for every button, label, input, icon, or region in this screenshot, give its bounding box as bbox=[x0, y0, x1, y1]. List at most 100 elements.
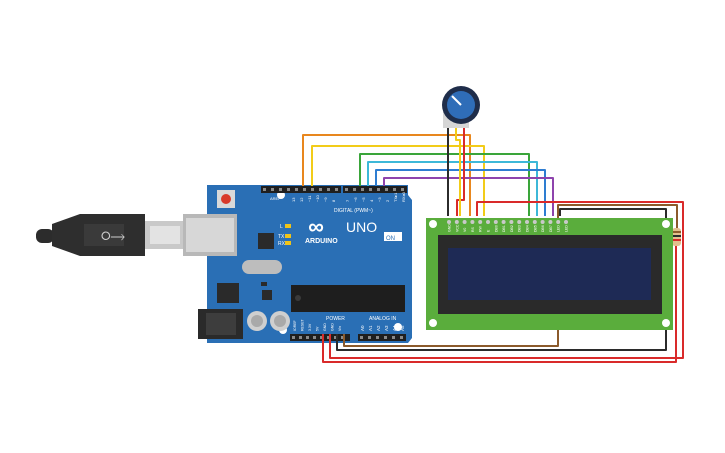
header-pin[interactable] bbox=[384, 336, 387, 339]
potentiometer[interactable] bbox=[442, 86, 480, 128]
header-pin[interactable] bbox=[385, 188, 388, 191]
header-pin[interactable] bbox=[295, 188, 298, 191]
lcd-pin[interactable] bbox=[493, 220, 498, 224]
header-pin[interactable] bbox=[335, 188, 338, 191]
analog-pin-label: A5 bbox=[400, 325, 405, 331]
header-pin[interactable] bbox=[400, 336, 403, 339]
header-pin[interactable] bbox=[320, 336, 323, 339]
header-pin[interactable] bbox=[369, 188, 372, 191]
lcd-pin[interactable] bbox=[517, 220, 522, 224]
lcd-pin[interactable] bbox=[540, 220, 545, 224]
lcd-pin[interactable] bbox=[548, 220, 553, 224]
lcd-screen bbox=[448, 248, 651, 300]
header-pin[interactable] bbox=[313, 336, 316, 339]
aref-label: AREF bbox=[270, 196, 281, 201]
lcd-pin[interactable] bbox=[462, 220, 467, 224]
header-pin[interactable] bbox=[353, 188, 356, 191]
header-pin[interactable] bbox=[361, 188, 364, 191]
header-pin[interactable] bbox=[368, 336, 371, 339]
digital-pin-label: 8 bbox=[331, 199, 336, 202]
arduino-infinity-logo-icon: ∞ bbox=[308, 214, 324, 239]
header-pin[interactable] bbox=[334, 336, 337, 339]
header-pin[interactable] bbox=[377, 188, 380, 191]
header-pin[interactable] bbox=[327, 188, 330, 191]
lcd-pin[interactable] bbox=[470, 220, 475, 224]
analog-pin-label: A1 bbox=[368, 325, 373, 331]
analog-pin-label: A2 bbox=[376, 325, 381, 331]
wire-orange[interactable] bbox=[302, 134, 471, 216]
lcd-pin[interactable] bbox=[525, 220, 529, 224]
analog-pin-label: A4 bbox=[392, 325, 397, 331]
lcd-pin[interactable] bbox=[486, 220, 490, 224]
on-label-box bbox=[384, 232, 402, 241]
lcd-pin[interactable] bbox=[478, 220, 483, 224]
wire-cyan[interactable] bbox=[367, 161, 538, 216]
lcd-pin[interactable] bbox=[556, 220, 561, 224]
power-pin-label: RESET bbox=[301, 318, 305, 331]
header-pin[interactable] bbox=[341, 336, 344, 339]
wire-yellow[interactable] bbox=[311, 145, 485, 216]
lcd-pin[interactable] bbox=[447, 220, 451, 224]
lcd-pin-label: DB1 bbox=[502, 225, 506, 232]
usb-chip bbox=[258, 233, 274, 249]
digital-pin-label: ~6 bbox=[353, 197, 358, 202]
voltage-regulator bbox=[217, 283, 239, 303]
lcd-pin-label: E bbox=[487, 229, 491, 232]
header-pin[interactable] bbox=[299, 336, 302, 339]
header-pin[interactable] bbox=[345, 188, 348, 191]
led-tx-icon bbox=[285, 234, 291, 238]
digital-pin-label: ~5 bbox=[361, 197, 366, 202]
header-pin[interactable] bbox=[319, 188, 322, 191]
header-pin[interactable] bbox=[292, 336, 295, 339]
usb-plug-grip bbox=[84, 224, 124, 246]
header-pin[interactable] bbox=[393, 188, 396, 191]
digital-pin-label: ~11 bbox=[307, 195, 312, 202]
header-pin[interactable] bbox=[271, 188, 274, 191]
resistor[interactable] bbox=[672, 228, 681, 246]
atmega-chip bbox=[291, 285, 405, 312]
lcd-pin-label: LED bbox=[557, 225, 561, 232]
lcd-pin-label: DB5 bbox=[533, 225, 537, 232]
usb-symbol-icon: ⭘⟶ bbox=[101, 229, 126, 243]
header-pin[interactable] bbox=[279, 188, 282, 191]
wire-red-power[interactable] bbox=[329, 201, 684, 359]
usb-cable[interactable]: ⭘⟶ bbox=[36, 214, 185, 256]
header-pin[interactable] bbox=[306, 336, 309, 339]
wire-green[interactable] bbox=[359, 153, 530, 216]
crystal bbox=[242, 260, 282, 274]
digital-pin-label: 12 bbox=[299, 197, 304, 202]
header-pin[interactable] bbox=[376, 336, 379, 339]
header-pin[interactable] bbox=[287, 188, 290, 191]
power-header-label: POWER bbox=[326, 316, 345, 322]
lcd-pin-label: DB6 bbox=[541, 225, 545, 232]
digital-pin-label: 13 bbox=[291, 197, 296, 202]
wire-yellow-wiper[interactable] bbox=[455, 128, 461, 216]
lcd-pin-label: DB0 bbox=[494, 225, 498, 232]
lcd-pin[interactable] bbox=[454, 220, 459, 224]
arduino-uno[interactable]: ∞ ARDUINO UNO ON L TX RX DIGITAL (PWM~) … bbox=[183, 185, 412, 343]
header-pin[interactable] bbox=[263, 188, 266, 191]
reset-button-cap-icon bbox=[221, 194, 231, 204]
digital-header-right[interactable] bbox=[343, 186, 407, 193]
digital-header-left[interactable] bbox=[261, 186, 341, 193]
lcd-pin-label: DB7 bbox=[549, 225, 553, 232]
led-tx-label: TX bbox=[278, 234, 285, 240]
header-pin[interactable] bbox=[311, 188, 314, 191]
header-pin[interactable] bbox=[327, 336, 330, 339]
lcd-pin[interactable] bbox=[501, 220, 506, 224]
digital-pin-label: 4 bbox=[369, 199, 374, 202]
usb-cable-end-icon bbox=[36, 229, 54, 243]
lcd-pin[interactable] bbox=[532, 220, 537, 224]
analog-header[interactable] bbox=[358, 334, 406, 341]
header-pin[interactable] bbox=[303, 188, 306, 191]
header-pin[interactable] bbox=[401, 188, 404, 191]
header-pin[interactable] bbox=[392, 336, 395, 339]
wire-purple[interactable] bbox=[383, 177, 554, 216]
wire-red-lcd[interactable] bbox=[322, 242, 677, 363]
led-rx-label: RX bbox=[278, 241, 286, 247]
lcd-pin[interactable] bbox=[564, 220, 568, 224]
header-pin[interactable] bbox=[360, 336, 363, 339]
lcd-pin[interactable] bbox=[509, 220, 514, 224]
